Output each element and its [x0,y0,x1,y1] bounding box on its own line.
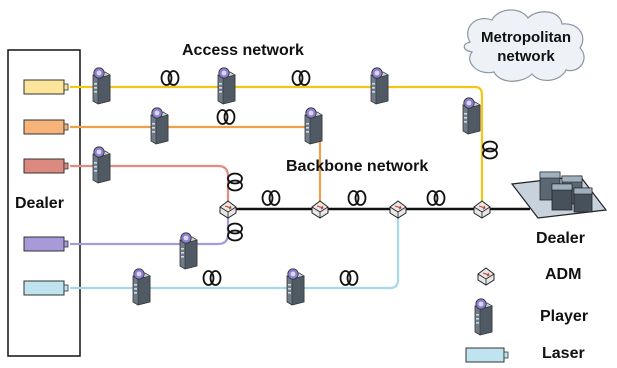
fiber-coil-icon [216,109,236,125]
player-server-icon [150,107,169,145]
laser-icon [23,158,65,174]
players [92,67,481,306]
metropolitan-network-label: Metropolitan network [470,28,582,66]
fiber-coil-icon [482,140,498,160]
laser-icon [465,347,505,363]
fiber-coil-icon [227,222,243,242]
legend-label-adm: ADM [545,266,582,283]
metro-line-2: network [497,48,555,65]
metro-line-1: Metropolitan [481,29,571,46]
player-server-icon [462,97,481,135]
fiber-coil-icon [339,270,359,286]
dealer-left-label: Dealer [15,195,64,212]
player-server-icon [92,67,111,105]
fiber-coil-icon [426,190,446,206]
adm-icon [219,200,237,219]
fiber-coil-icon [160,70,180,86]
player-server-icon [370,67,389,105]
adm-icon [473,200,491,219]
fiber-coil-icon [202,270,222,286]
fiber-lines [70,85,530,290]
player-server-icon [474,298,493,336]
access-network-label: Access network [182,42,304,59]
cyan-fiber [70,209,400,290]
player-server-icon [179,232,198,270]
fiber-coils [160,70,498,286]
fiber-coil-icon [291,70,311,86]
yellow-fiber [70,85,484,209]
player-server-icon [304,107,323,145]
dealer-frame [7,49,81,357]
player-server-icon [286,268,305,306]
dealer-right-label: Dealer [536,230,585,247]
cloud-icon [463,9,585,82]
laser-icon [23,119,65,135]
lasers [23,79,69,296]
purple-fiber [70,209,230,246]
fiber-coil-icon [227,172,243,192]
adm-icon [477,267,495,286]
player-server-icon [92,146,111,184]
legend-label-laser: Laser [542,345,585,362]
adm-icon [311,200,329,219]
player-server-icon [132,268,151,306]
player-server-icon [217,67,236,105]
laser-icon [23,236,65,252]
fiber-coil-icon [261,190,281,206]
legend-label-player: Player [540,308,589,325]
adm-icon [389,200,407,219]
laser-icon [23,79,65,95]
backbone-network-label: Backbone network [286,158,429,175]
laser-icon [23,280,65,296]
fiber-coil-icon [347,190,367,206]
server-rack-icon [510,171,608,219]
legend-icons [465,267,509,363]
